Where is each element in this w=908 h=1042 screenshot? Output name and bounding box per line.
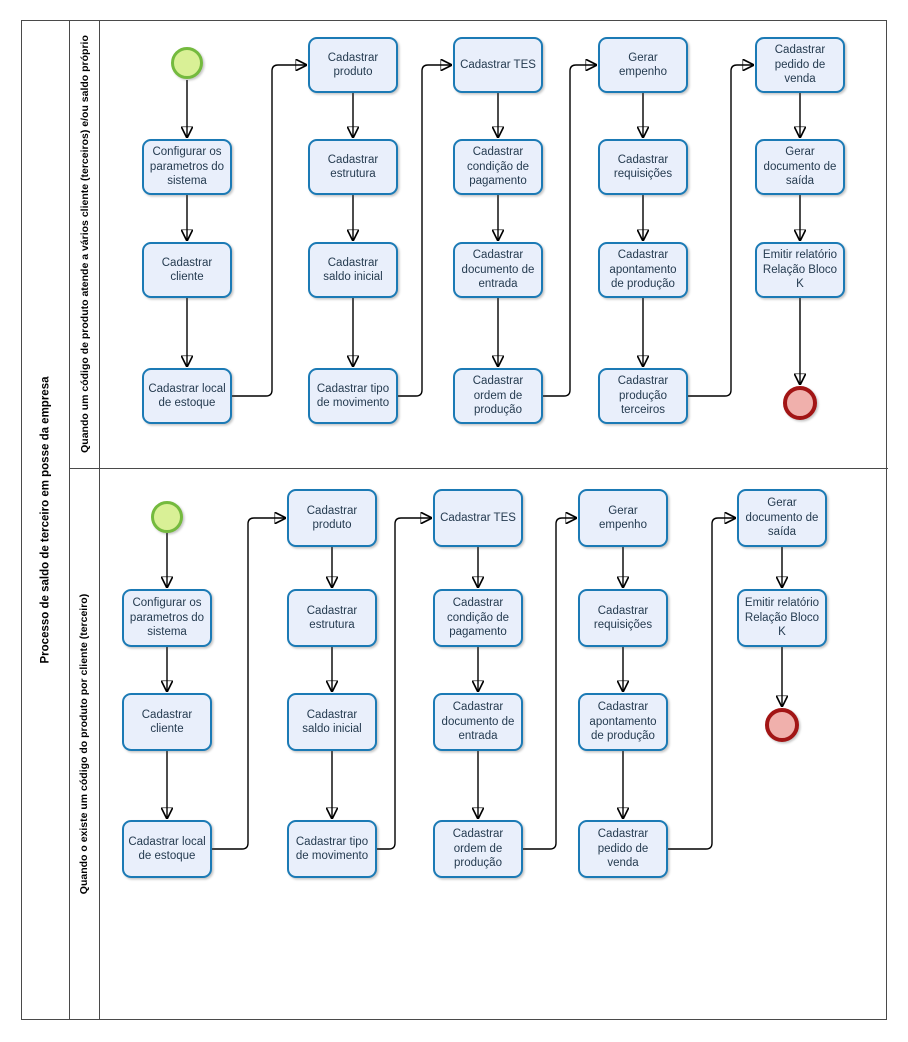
end-event-circle [783,386,817,420]
task-cadastrar-estrutura: Cadastrar estrutura [287,589,377,647]
start-event-circle [151,501,183,533]
task-cadastrar-saldo-inicial: Cadastrar saldo inicial [287,693,377,751]
task-cadastrar-documento-entrada: Cadastrar documento de entrada [433,693,523,751]
task-cadastrar-apontamento-producao: Cadastrar apontamento de produção [598,242,688,298]
lane1-label: Quando um código de produto atende a vár… [78,35,91,453]
task-cadastrar-condicao-pagamento: Cadastrar condição de pagamento [453,139,543,195]
pool-label-cell: Processo de saldo de terceiro em posse d… [21,20,70,1020]
task-cadastrar-tes: Cadastrar TES [433,489,523,547]
task-cadastrar-ordem-producao: Cadastrar ordem de produção [453,368,543,424]
task-gerar-documento-saida: Gerar documento de saída [755,139,845,195]
task-cadastrar-produto: Cadastrar produto [287,489,377,547]
task-emitir-relatorio-bloco-k: Emitir relatório Relação Bloco K [755,242,845,298]
task-cadastrar-producao-terceiros: Cadastrar produção terceiros [598,368,688,424]
task-gerar-empenho: Gerar empenho [598,37,688,93]
task-cadastrar-estrutura: Cadastrar estrutura [308,139,398,195]
task-cadastrar-pedido-venda: Cadastrar pedido de venda [578,820,668,878]
end-event-circle [765,708,799,742]
task-emitir-relatorio-bloco-k: Emitir relatório Relação Bloco K [737,589,827,647]
task-cadastrar-produto: Cadastrar produto [308,37,398,93]
task-cadastrar-tipo-movimento: Cadastrar tipo de movimento [287,820,377,878]
task-cadastrar-tes: Cadastrar TES [453,37,543,93]
task-cadastrar-requisicoes: Cadastrar requisições [578,589,668,647]
task-cadastrar-documento-entrada: Cadastrar documento de entrada [453,242,543,298]
task-configurar-parametros: Configurar os parametros do sistema [122,589,212,647]
task-cadastrar-saldo-inicial: Cadastrar saldo inicial [308,242,398,298]
task-cadastrar-condicao-pagamento: Cadastrar condição de pagamento [433,589,523,647]
task-gerar-empenho: Gerar empenho [578,489,668,547]
task-gerar-documento-saida: Gerar documento de saída [737,489,827,547]
task-cadastrar-tipo-movimento: Cadastrar tipo de movimento [308,368,398,424]
task-cadastrar-apontamento-producao: Cadastrar apontamento de produção [578,693,668,751]
start-event-circle [171,47,203,79]
task-cadastrar-requisicoes: Cadastrar requisições [598,139,688,195]
task-cadastrar-ordem-producao: Cadastrar ordem de produção [433,820,523,878]
task-cadastrar-local-estoque: Cadastrar local de estoque [122,820,212,878]
lane2-label-cell: Quando o existe um código do produto por… [70,468,100,1020]
task-cadastrar-pedido-venda: Cadastrar pedido de venda [755,37,845,93]
lane-divider [70,468,888,469]
lane2-label: Quando o existe um código do produto por… [78,593,91,895]
task-configurar-parametros: Configurar os parametros do sistema [142,139,232,195]
lane1-label-cell: Quando um código de produto atende a vár… [70,20,100,468]
task-cadastrar-cliente: Cadastrar cliente [142,242,232,298]
task-cadastrar-local-estoque: Cadastrar local de estoque [142,368,232,424]
pool-label: Processo de saldo de terceiro em posse d… [39,376,51,664]
pool-border [21,20,887,1020]
task-cadastrar-cliente: Cadastrar cliente [122,693,212,751]
